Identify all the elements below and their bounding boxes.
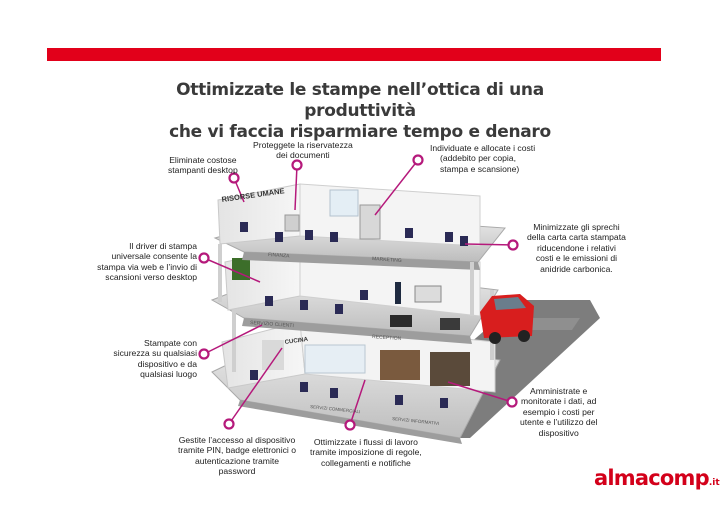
callout-line: stampanti desktop <box>168 165 238 176</box>
callout-line: costi e le emissioni di <box>535 253 618 264</box>
room-label-finance: FINANZA <box>268 252 290 260</box>
callout-line: Stampate con <box>143 338 197 348</box>
callout-dot-workflow <box>344 419 356 431</box>
callout-line: qualsiasi luogo <box>140 369 197 380</box>
callout-secure-print: Stampate con sicurezza su qualsiasi disp… <box>100 338 197 380</box>
room-label-it: SERVIZI INFORMATIVI <box>392 416 440 426</box>
callout-line: utente e l’utilizzo del <box>520 417 598 428</box>
callout-workflow: Ottimizzate i flussi di lavoro tramite i… <box>310 437 422 468</box>
callout-line: sicurezza su qualsiasi <box>113 348 197 359</box>
callout-line: tramite PIN, badge elettronici o <box>178 445 296 456</box>
callout-line: Minimizzate gli sprechi <box>533 222 620 232</box>
callout-driver: Il driver di stampa universale consente … <box>88 241 197 283</box>
callout-dot-costs <box>412 154 424 166</box>
title-line-1: Ottimizzate le stampe nell’ottica di una… <box>176 80 544 121</box>
callout-line: scansioni verso desktop <box>105 272 197 283</box>
header-red-bar <box>47 48 661 61</box>
callout-dot-waste <box>507 239 519 251</box>
page-title: Ottimizzate le stampe nell’ottica di una… <box>150 80 570 143</box>
callout-line: autenticazione tramite <box>194 455 280 466</box>
callout-line: stampa via web e l’invio di <box>97 261 197 272</box>
callout-line: dispositivo <box>538 427 579 438</box>
room-label-commercial: SERVIZI COMMERCIALI <box>310 404 361 414</box>
callout-line: Il driver di stampa <box>129 241 197 251</box>
callout-line: Ottimizzate i flussi di lavoro <box>313 437 418 447</box>
callout-dot-manage <box>506 396 518 408</box>
callout-dot-access <box>223 418 235 430</box>
callout-desktop-printers: Eliminate costose stampanti desktop <box>168 155 238 176</box>
brand-logo: almacomp.it <box>594 466 720 490</box>
callout-line: stampa e scansione) <box>440 163 520 174</box>
callout-dot-secure-print <box>198 348 210 360</box>
callout-dot-desktop-printers <box>228 172 240 184</box>
callout-line: esempio i costi per <box>522 406 595 417</box>
brand-tld: .it <box>708 478 720 488</box>
callout-line: tramite imposizione di regole, <box>310 447 422 458</box>
road <box>440 300 600 438</box>
callout-line: universale consente la <box>111 251 197 262</box>
brand-name: almacomp <box>594 466 710 490</box>
callout-line: collegamenti e notifiche <box>320 457 411 468</box>
callout-line: Gestite l’accesso al dispositivo <box>178 435 296 445</box>
callout-dot-driver <box>198 252 210 264</box>
title-line-2: che vi faccia risparmiare tempo e denaro <box>169 122 551 142</box>
callout-line: (addebito per copia, <box>440 153 516 164</box>
callout-line: Amministrate e <box>530 386 588 396</box>
callout-line: della carta carta stampata <box>527 232 626 243</box>
room-label-kitchen: CUCINA <box>284 337 309 346</box>
callout-line: monitorate i dati, ad <box>520 396 597 407</box>
callout-line: riducendone i relativi <box>537 242 616 253</box>
red-van <box>480 294 534 344</box>
callout-dot-privacy <box>291 159 303 171</box>
room-label-reception: RECEPTION <box>372 334 402 342</box>
callout-line: Individuate e allocate i costi <box>430 143 536 153</box>
callout-costs: Individuate e allocate i costi (addebito… <box>430 143 535 174</box>
callout-manage: Amministrate e monitorate i dati, ad ese… <box>520 386 597 438</box>
callout-line: dei documenti <box>276 150 330 161</box>
callout-line: password <box>218 466 256 477</box>
room-label-customer: SERVIZIO CLIENTI <box>250 320 294 329</box>
callout-line: anidride carbonica. <box>540 263 613 274</box>
callout-line: dispositivo e da <box>137 358 197 369</box>
callout-line: Eliminate costose <box>169 155 237 165</box>
callout-waste: Minimizzate gli sprechi della carta cart… <box>527 222 626 274</box>
room-label-marketing: MARKETING <box>372 256 402 264</box>
callout-access: Gestite l’accesso al dispositivo tramite… <box>178 435 296 477</box>
callout-line: Proteggete la riservatezza <box>253 140 353 150</box>
callout-privacy: Proteggete la riservatezza dei documenti <box>253 140 353 161</box>
